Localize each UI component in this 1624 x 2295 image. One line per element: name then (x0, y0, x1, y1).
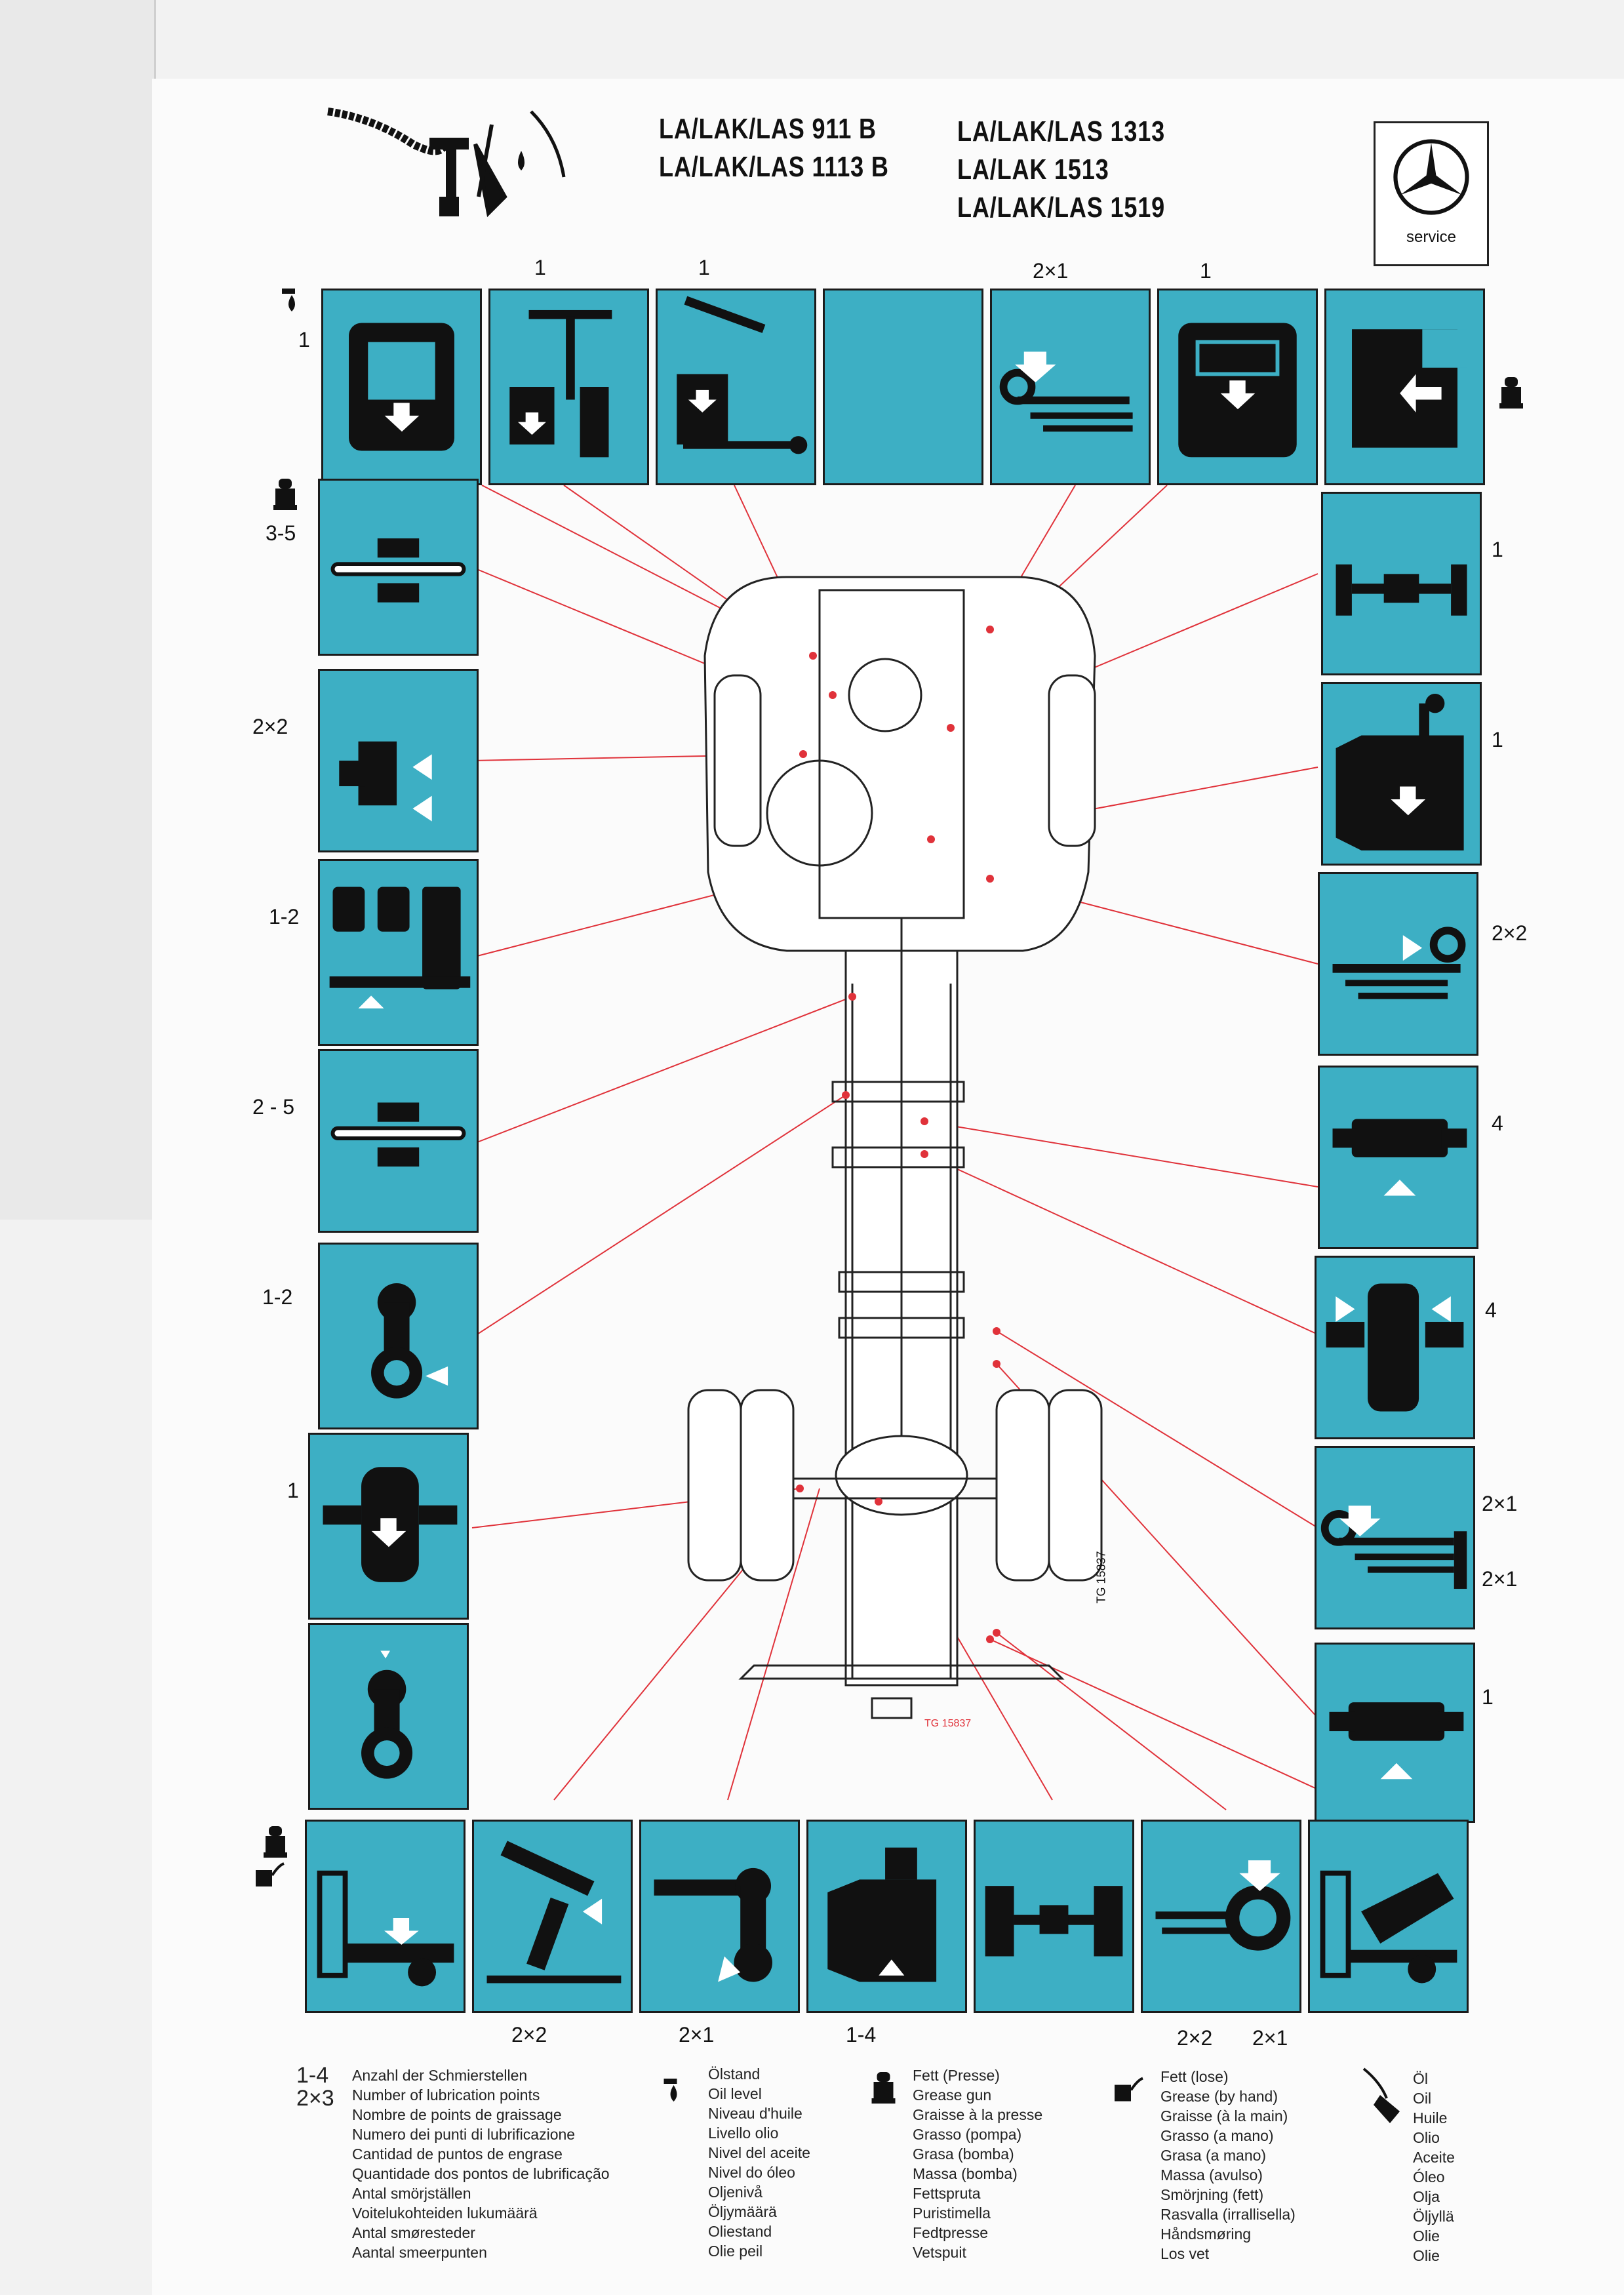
panel-rear-joints (1315, 1256, 1475, 1439)
label-right-joint2: 1 (1482, 1685, 1494, 1709)
panel-transmission-oil (806, 1820, 967, 2013)
panel-lever (318, 1243, 479, 1429)
label-bottom-a: 2×2 (511, 2023, 547, 2046)
panel-spring-eye-grease (990, 289, 1151, 485)
panel-steering-box-oil (656, 289, 816, 485)
panel-joint-rear (1315, 1643, 1475, 1823)
panel-hinge-oil (1324, 289, 1485, 485)
model-left-2: LA/LAK/LAS 1113 B (659, 151, 889, 183)
model-left-1: LA/LAK/LAS 911 B (659, 113, 877, 145)
panel-pedals (318, 859, 479, 1046)
panel-universal-joint (1318, 1066, 1478, 1249)
underlying-page-edge (0, 0, 156, 1220)
model-right-1: LA/LAK/LAS 1313 (957, 115, 1166, 148)
panel-fifth-wheel (305, 1820, 465, 2013)
legend-grease-hand-text: Fett (lose)Grease (by hand)Graisse (à la… (1160, 2068, 1296, 2262)
panel-lever-oil (308, 1623, 469, 1810)
legend-oil-can-icon (1362, 2067, 1400, 2123)
label-top-engine: 1 (1200, 259, 1212, 283)
panel-rear-spring (1315, 1446, 1475, 1629)
tg-code-horizontal: TG 15837 (924, 1718, 972, 1729)
label-bottom-c: 1-4 (846, 2023, 877, 2046)
panel-engine-oil-level (1157, 289, 1318, 485)
label-left-hub: 2×2 (252, 715, 288, 738)
label-left-lever: 1-2 (262, 1285, 293, 1309)
panel-spring-lever (1141, 1820, 1301, 2013)
panel-spring-shackle (1318, 872, 1478, 1056)
label-left-axle2: 2 - 5 (252, 1095, 295, 1119)
grease-hand-icon (256, 1862, 285, 1886)
label-right-spring2b: 2×1 (1482, 1567, 1518, 1591)
model-right-2: LA/LAK 1513 (957, 153, 1109, 186)
grease-gun-icon-right (1499, 377, 1523, 409)
panel-rear-axle-oil (974, 1820, 1134, 2013)
label-right-gear: 1 (1492, 728, 1503, 751)
label-top-cab: 1 (298, 328, 310, 351)
legend-grease-hand-icon (1115, 2077, 1143, 2102)
panel-tipper-body (1308, 1820, 1469, 2013)
header-grease-gun-icon (327, 108, 566, 218)
legend-oil-level-icon (663, 2079, 677, 2102)
panel-cab-oil-level (321, 289, 482, 485)
label-right-joint: 4 (1492, 1111, 1503, 1135)
panel-rear-axle (318, 1049, 479, 1233)
model-list-left: LA/LAK/LAS 911 B LA/LAK/LAS 1113 B (659, 110, 889, 186)
model-right-3: LA/LAK/LAS 1519 (957, 191, 1166, 224)
panel-blank (823, 289, 983, 485)
grease-gun-icon-bottom (264, 1826, 287, 1858)
label-top-steer2: 1 (698, 256, 710, 279)
label-top-spring: 2×1 (1033, 259, 1069, 283)
oil-level-icon (282, 289, 295, 311)
label-bottom-b: 2×1 (679, 2023, 715, 2046)
logo-label: service (1406, 228, 1457, 246)
panel-front-axle (318, 479, 479, 656)
label-left-pedals: 1-2 (269, 905, 300, 928)
label-bottom-d1: 2×2 (1177, 2026, 1213, 2050)
label-left-axle: 3-5 (266, 521, 296, 545)
mercedes-service-logo: service (1374, 121, 1489, 266)
legend-grease-gun-icon (871, 2072, 896, 2104)
panel-differential (308, 1433, 469, 1620)
panel-tipper-linkage (472, 1820, 633, 2013)
legend-count-key-2: 2×3 (296, 2086, 334, 2111)
mercedes-star-icon (1393, 139, 1469, 215)
label-right-spring: 2×2 (1492, 921, 1528, 945)
model-list-right: LA/LAK/LAS 1313 LA/LAK 1513 LA/LAK/LAS 1… (957, 113, 1165, 227)
label-right-axle: 1 (1492, 538, 1503, 561)
label-top-steer1: 1 (534, 256, 546, 279)
legend-count-key-1: 1-4 (296, 2063, 329, 2088)
label-right-joints4: 4 (1485, 1298, 1497, 1322)
label-right-spring2a: 2×1 (1482, 1492, 1518, 1515)
tg-code-vertical: TG 15837 (1094, 1551, 1108, 1604)
label-bottom-d2: 2×1 (1252, 2026, 1288, 2050)
panel-wheel-hub (318, 669, 479, 852)
grease-gun-icon (273, 479, 297, 510)
panel-gearbox-oil (1321, 682, 1482, 866)
label-left-diff: 1 (287, 1479, 299, 1502)
panel-pivot-arm (639, 1820, 800, 2013)
panel-axle-oil (1321, 492, 1482, 675)
panel-steering-oil (488, 289, 649, 485)
